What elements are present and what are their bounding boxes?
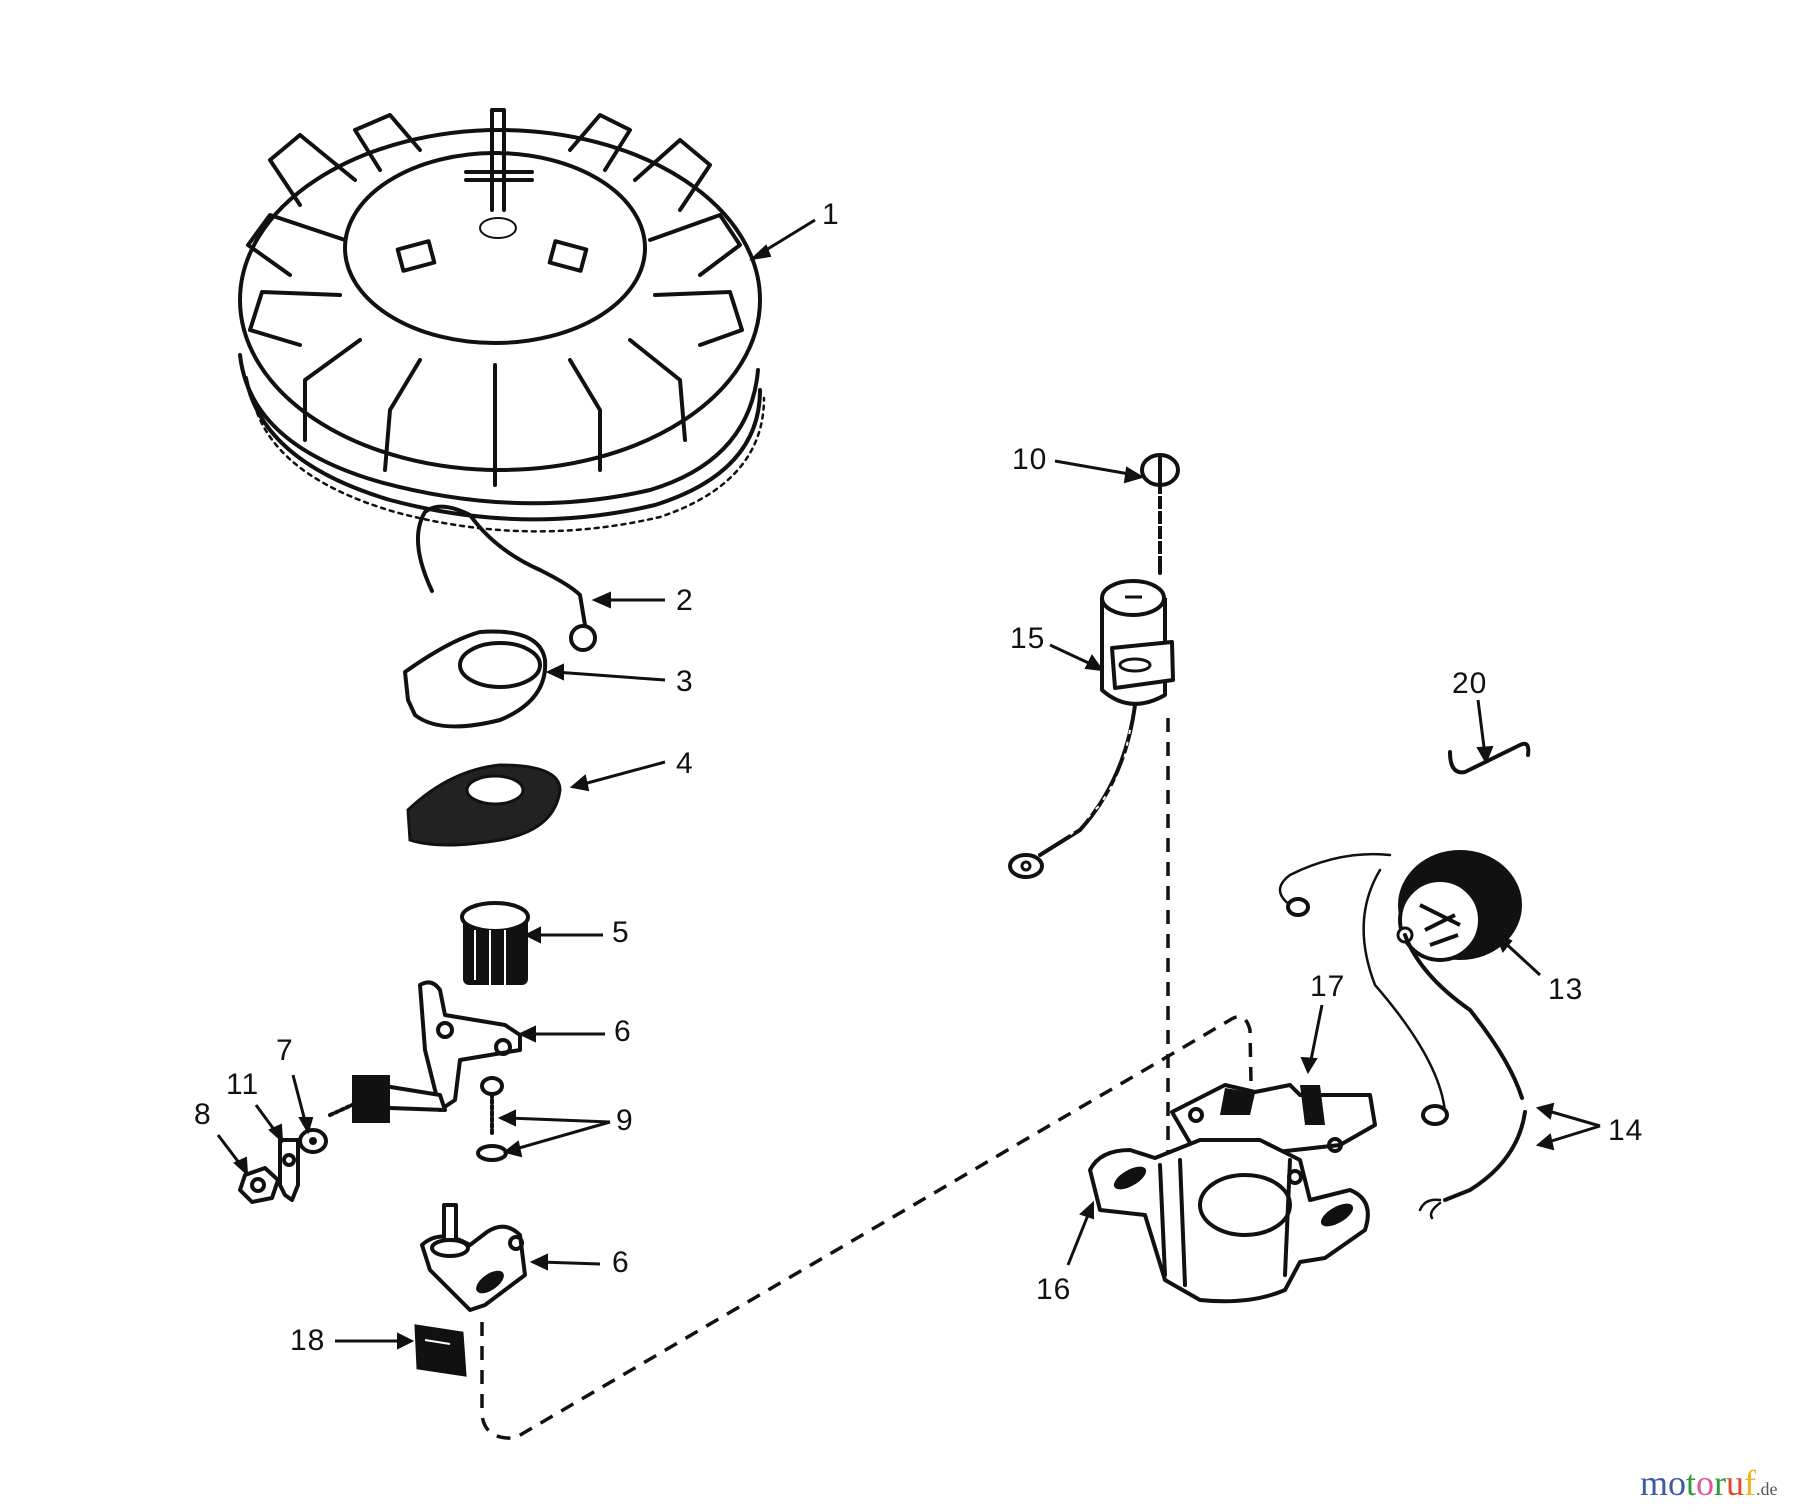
coil-part [1396,850,1542,977]
wire-clip-part [415,504,665,652]
callout-label-screw: 10 [1012,443,1048,476]
callout-label-washer: 7 [276,1034,294,1067]
nut-part [216,1134,280,1204]
base-bracket-part [1066,1004,1377,1304]
flywheel-part [238,108,816,533]
assembly-guide-line [480,1014,1254,1440]
screw-part [1054,453,1180,575]
callout-label-terminal: 11 [226,1068,260,1101]
gasket-part [406,760,666,847]
watermark-tld: .de [1756,1479,1778,1499]
callout-label-base-plate: 16 [1036,1273,1072,1306]
motoruf-watermark-logo: motoruf.de [1640,1465,1778,1501]
cover-part [403,629,666,729]
callout-label-condenser: 15 [1010,622,1046,655]
callout-label-nut: 8 [194,1098,212,1131]
callout-label-stator-bracket: 17 [1310,970,1346,1003]
lead-wires-part [1278,852,1601,1220]
callout-label-gasket: 4 [676,747,694,780]
callout-label-bushing: 5 [612,916,630,949]
watermark-letter: t [1686,1463,1697,1503]
watermark-wordmark: motoruf [1640,1463,1756,1503]
watermark-letter: r [1714,1463,1727,1503]
felt-wick-part [335,1324,467,1377]
callout-label-wire-spring-clip: 2 [676,584,694,617]
breaker-plate-part [420,1203,601,1312]
watermark-letter: f [1744,1463,1757,1503]
condenser-part [1008,579,1175,879]
bushing-part [460,901,603,985]
callout-label-cover: 3 [676,665,694,698]
callout-label-lead-wires: 14 [1608,1114,1644,1147]
watermark-letter: m [1640,1463,1669,1503]
breaker-arm-part [328,980,605,1123]
watermark-letter: o [1668,1463,1687,1503]
callout-label-wire-clip: 20 [1452,667,1488,700]
screw-washer-part [476,1076,611,1162]
watermark-letter: o [1696,1463,1715,1503]
callout-label-screw-and-washer: 9 [616,1104,634,1137]
callout-label-coil: 13 [1548,973,1584,1006]
callout-label-flywheel: 1 [822,198,840,231]
terminal-part [254,1104,300,1202]
watermark-letter: u [1726,1463,1745,1503]
wire-clip-20-part [1448,699,1531,775]
callout-label-felt-wick: 18 [290,1324,326,1357]
callout-label-breaker-arm: 6 [614,1015,632,1048]
callout-label-breaker-point-plate: 6 [612,1246,630,1279]
